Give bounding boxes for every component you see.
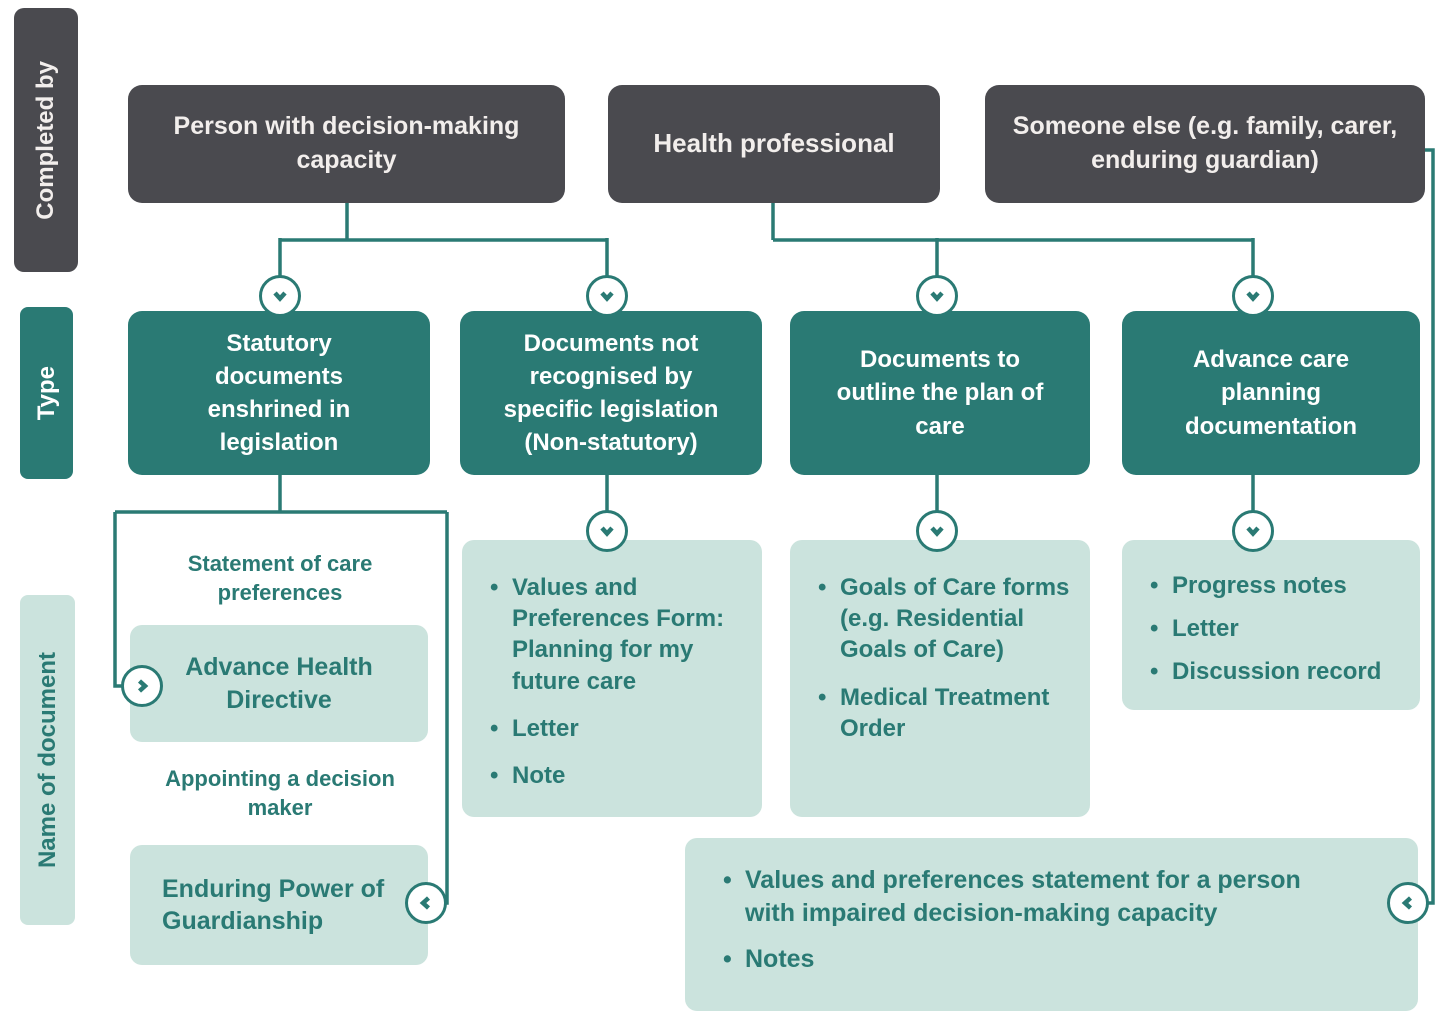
acp-documentation-documents-box: Progress notes Letter Discussion record [1122,540,1420,710]
list-item: Letter [1144,613,1381,644]
someone-else-documents-box: Values and preferences statement for a p… [685,838,1418,1011]
list-item: Note [484,760,752,791]
completed-by-person-label: Person with decision-making capacity [173,112,520,174]
row-label-type: Type [20,307,73,479]
type-acp-documentation-label: Advance care planning documentation [1185,346,1357,440]
list-item: Progress notes [1144,570,1381,601]
statement-of-care-preferences-label: Statement of care preferences [187,551,373,605]
someone-else-documents-list: Values and preferences statement for a p… [685,838,1418,990]
chevron-down-icon [916,275,958,317]
completed-by-someone-else-label: Someone else (e.g. family, carer, enduri… [1012,112,1398,174]
list-item: Medical Treatment Order [812,682,1080,744]
enduring-power-of-guardianship-label: Enduring Power of Guardianship [162,874,385,936]
row-label-name-of-document-text: Name of document [33,651,61,869]
chevron-down-icon [259,275,301,317]
plan-of-care-documents-list: Goals of Care forms (e.g. Residential Go… [790,540,1090,760]
completed-by-health-professional-label: Health professional [653,128,895,159]
list-item: Values and preferences statement for a p… [717,864,1348,929]
plan-of-care-documents-box: Goals of Care forms (e.g. Residential Go… [790,540,1090,817]
chevron-down-icon [586,275,628,317]
type-non-statutory-label: Documents not recognised by specific leg… [503,329,719,457]
chevron-right-icon [121,665,163,707]
completed-by-person-box: Person with decision-making capacity [128,85,565,203]
acp-documentation-documents-list: Progress notes Letter Discussion record [1122,540,1391,700]
chevron-down-icon [586,510,628,552]
list-item: Goals of Care forms (e.g. Residential Go… [812,572,1080,666]
list-item: Letter [484,713,752,744]
advance-health-directive-box: Advance Health Directive [130,625,428,742]
type-statutory-box: Statutory documents enshrined in legisla… [128,311,430,475]
chevron-left-icon [405,882,447,924]
row-label-completed-by: Completed by [14,8,78,272]
non-statutory-documents-box: Values and Preferences Form: Planning fo… [462,540,762,817]
type-non-statutory-box: Documents not recognised by specific leg… [460,311,762,475]
list-item: Notes [717,943,1348,976]
non-statutory-documents-list: Values and Preferences Form: Planning fo… [462,540,762,807]
type-acp-documentation-box: Advance care planning documentation [1122,311,1420,475]
list-item: Values and Preferences Form: Planning fo… [484,572,752,697]
type-plan-of-care-box: Documents to outline the plan of care [790,311,1090,475]
advance-health-directive-label: Advance Health Directive [185,653,373,714]
chevron-down-icon [1232,275,1274,317]
completed-by-health-professional-box: Health professional [608,85,940,203]
type-plan-of-care-label: Documents to outline the plan of care [836,346,1044,440]
completed-by-someone-else-box: Someone else (e.g. family, carer, enduri… [985,85,1425,203]
row-label-completed-by-text: Completed by [32,60,59,220]
row-label-type-text: Type [32,365,60,421]
chevron-down-icon [1232,510,1274,552]
list-item: Discussion record [1144,656,1381,687]
row-label-name-of-document: Name of document [20,595,75,925]
appointing-decision-maker-label: Appointing a decision maker [165,766,395,820]
chevron-left-icon [1387,882,1429,924]
enduring-power-of-guardianship-box: Enduring Power of Guardianship [130,845,428,965]
type-statutory-label: Statutory documents enshrined in legisla… [207,329,351,457]
chevron-down-icon [916,510,958,552]
